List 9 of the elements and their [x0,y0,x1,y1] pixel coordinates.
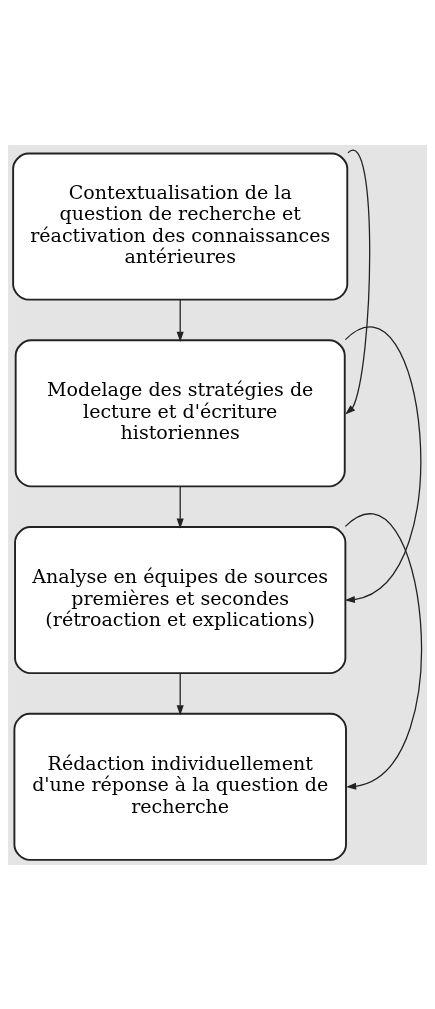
arrow [176,672,184,715]
arrow [344,326,422,603]
arrow [176,298,184,342]
arrow [344,513,422,790]
node-box: Rédaction individuellement d'une réponse à la question de recherche [13,712,347,861]
node-box: Modelage des stratégies de lecture et d'écriture historiennes [14,338,346,487]
node-box: Analyse en équipes de sources premières et secondes (rétroaction et explications) [14,525,347,674]
arrow [176,485,184,529]
node-box: Contextualisation de la question de recherche et réactivation des connaissances antérieures [12,152,349,301]
